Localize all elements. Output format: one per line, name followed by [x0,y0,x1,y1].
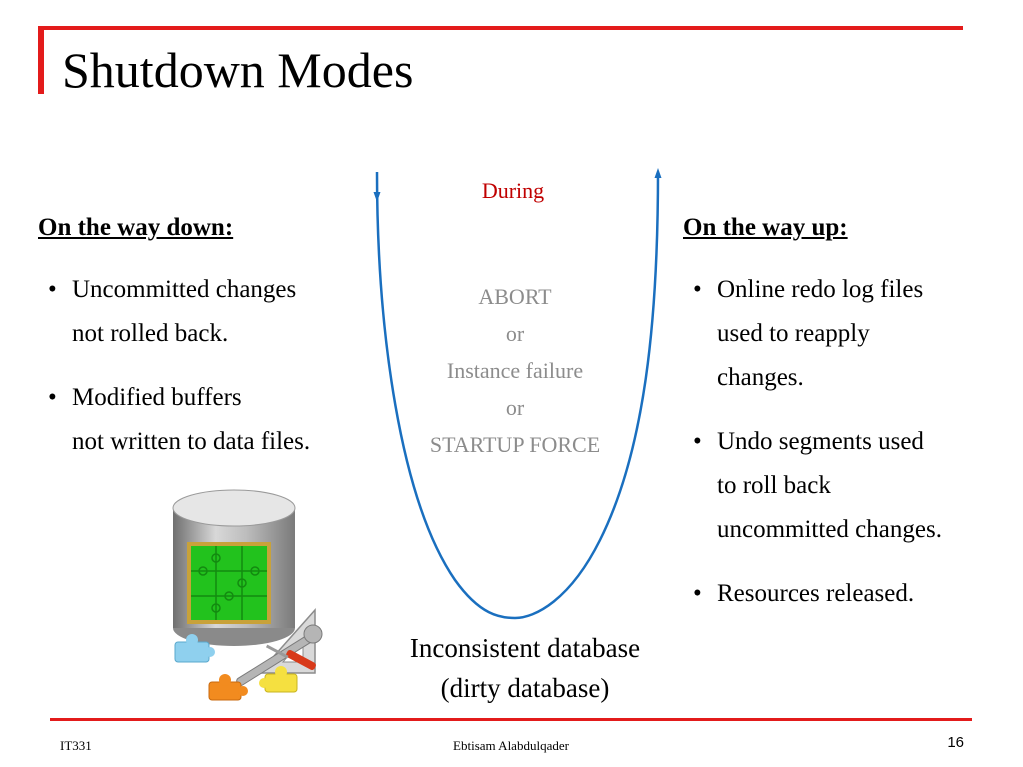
screwdriver-icon [265,644,316,670]
shutdown-mode-list: ABORT or Instance failure or STARTUP FOR… [400,278,630,463]
left-bullet-1: • Uncommitted changes not rolled back. [38,268,310,356]
wrench-icon [236,624,323,687]
mode-or: or [505,321,525,346]
inconsistent-database-caption: Inconsistent database (dirty database) [375,628,675,708]
up-arrow-icon [654,168,662,178]
right-bullet-3: • Resources released. [683,572,942,616]
bullet-line: uncommitted changes. [717,516,942,543]
puzzle-piece-orange-icon [208,674,248,701]
puzzle-piece-yellow-icon [259,666,298,693]
down-arrow-icon [373,192,381,202]
bullet-line: not written to data files. [72,428,311,455]
bullet-line: Modified buffers [72,384,242,411]
page-number: 16 [947,734,964,751]
slide-title: Shutdown Modes [62,42,414,98]
right-heading: On the way up: [683,214,848,241]
u-curve-path [375,171,660,620]
mode-startup-force: STARTUP FORCE [429,432,601,457]
title-accent-bar [38,26,44,94]
puzzle-panel-icon [187,542,271,624]
mode-or: or [505,395,525,420]
footer-course-code: IT331 [60,738,92,753]
caption-line: (dirty database) [440,673,610,703]
footer-author: Ebtisam Alabdulqader [453,738,569,753]
footer-rule [50,718,972,721]
right-bullet-list: • Online redo log files used to reapply … [683,268,942,636]
bullet-dot-icon: • [693,428,702,455]
left-heading: On the way down: [38,214,234,241]
shutdown-startup-curve [373,168,662,620]
bullet-dot-icon: • [48,384,57,411]
bullet-line: Undo segments used [717,428,924,455]
bullet-dot-icon: • [48,276,57,303]
left-bullet-list: • Uncommitted changes not rolled back. •… [38,268,310,484]
bullet-line: changes. [717,364,804,391]
bullet-line: not rolled back. [72,320,229,347]
bullet-line: Uncommitted changes [72,276,297,303]
bullet-line: used to reapply [717,320,870,347]
caption-line: Inconsistent database [409,633,641,663]
bullet-dot-icon: • [693,276,702,303]
bullet-dot-icon: • [693,580,702,607]
mode-instance-failure: Instance failure [446,358,584,383]
mode-abort: ABORT [478,284,552,309]
bullet-line: to roll back [717,472,831,499]
puzzle-piece-blue-icon [174,634,215,663]
database-puzzle-tools-icon [172,489,323,701]
bullet-line: Online redo log files [717,276,924,303]
during-label: During [481,178,545,203]
bullet-line: Resources released. [717,580,915,607]
right-bullet-2: • Undo segments used to roll back uncomm… [683,420,942,552]
title-accent-rule [38,26,963,30]
left-bullet-2: • Modified buffers not written to data f… [38,376,310,464]
right-bullet-1: • Online redo log files used to reapply … [683,268,942,400]
